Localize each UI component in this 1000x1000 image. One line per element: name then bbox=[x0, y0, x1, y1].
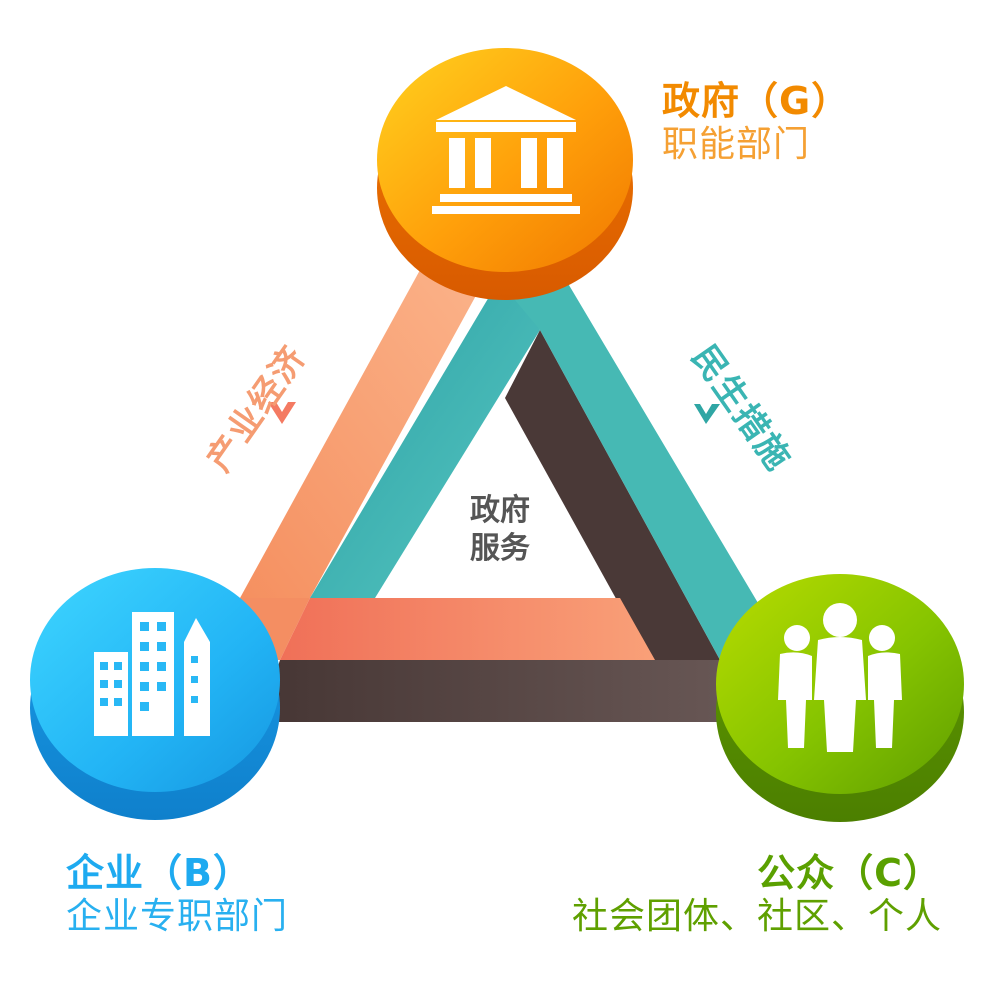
government-building-icon bbox=[432, 86, 580, 214]
center-label: 政府 服务 bbox=[430, 492, 570, 567]
enterprise-label: 企业（B） 企业专职部门 bbox=[66, 851, 289, 937]
people-group-icon bbox=[778, 603, 902, 752]
right-chevron-icon bbox=[694, 404, 720, 424]
government-label: 政府（G） 职能部门 bbox=[662, 79, 851, 165]
government-node bbox=[377, 48, 633, 300]
center-line-2: 服务 bbox=[470, 530, 530, 566]
triangle-bands bbox=[210, 270, 780, 722]
enterprise-subtitle: 企业专职部门 bbox=[66, 895, 289, 937]
enterprise-node bbox=[30, 568, 280, 820]
band-right bbox=[490, 270, 780, 660]
public-title: 公众（C） bbox=[757, 851, 942, 895]
band-inner-left bbox=[310, 270, 540, 598]
government-title: 政府（G） bbox=[662, 79, 851, 123]
left-chevron-icon bbox=[268, 402, 296, 424]
public-node bbox=[716, 574, 964, 822]
government-subtitle: 职能部门 bbox=[662, 123, 811, 165]
public-subtitle: 社会团体、社区、个人 bbox=[571, 895, 942, 937]
band-bottom-inner bbox=[280, 598, 655, 660]
public-label: 公众（C） 社会团体、社区、个人 bbox=[571, 851, 942, 937]
band-bottom bbox=[260, 660, 760, 722]
center-line-1: 政府 bbox=[470, 493, 530, 528]
enterprise-title: 企业（B） bbox=[66, 851, 252, 895]
band-inner-right bbox=[505, 330, 720, 660]
band-left bbox=[240, 270, 490, 598]
